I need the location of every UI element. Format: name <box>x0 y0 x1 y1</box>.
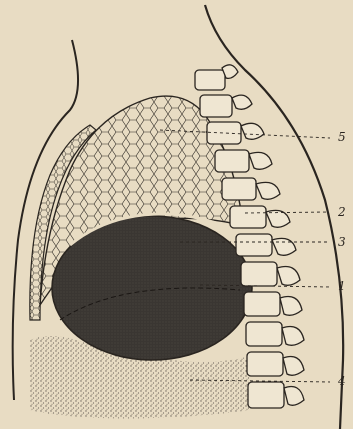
label-4: 4 <box>337 374 346 388</box>
label-2: 2 <box>337 205 346 219</box>
label-1: 1 <box>338 279 346 293</box>
label-3: 3 <box>338 235 346 249</box>
label-5: 5 <box>338 130 346 144</box>
